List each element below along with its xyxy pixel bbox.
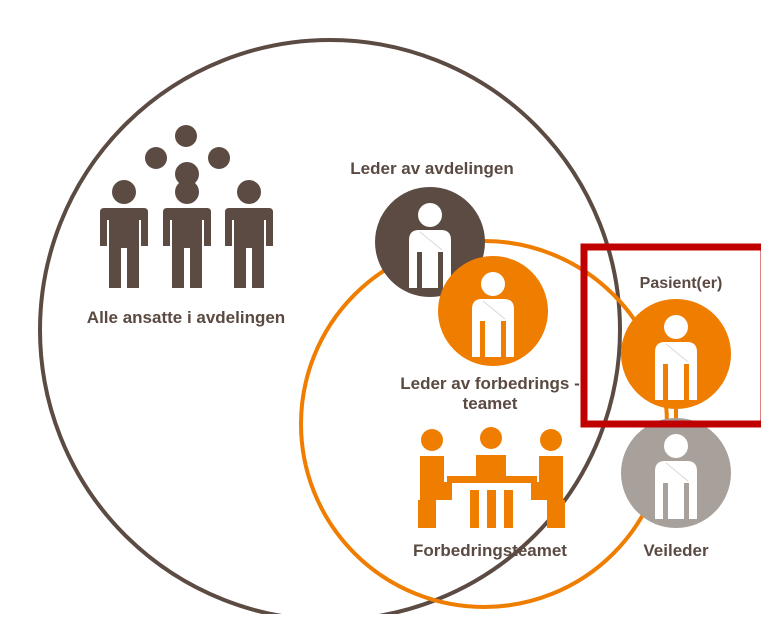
group-of-people-icon (100, 125, 273, 288)
department-leader-label: Leder av avdelingen (350, 159, 513, 178)
team-leader-label-line2: teamet (463, 394, 518, 413)
improvement-team-label: Forbedringsteamet (413, 541, 567, 560)
patient-icon (621, 299, 731, 409)
team-meeting-icon (418, 427, 565, 528)
all-staff-label: Alle ansatte i avdelingen (87, 308, 285, 327)
department-circle (38, 38, 622, 619)
team-leader-label-line1: Leder av forbedrings - (400, 374, 579, 393)
patients-label: Pasient(er) (640, 275, 723, 292)
supervisor-icon (621, 418, 731, 528)
patient-highlight-box (580, 243, 761, 428)
team-leader-icon (438, 256, 548, 366)
supervisor-label: Veileder (643, 541, 709, 560)
